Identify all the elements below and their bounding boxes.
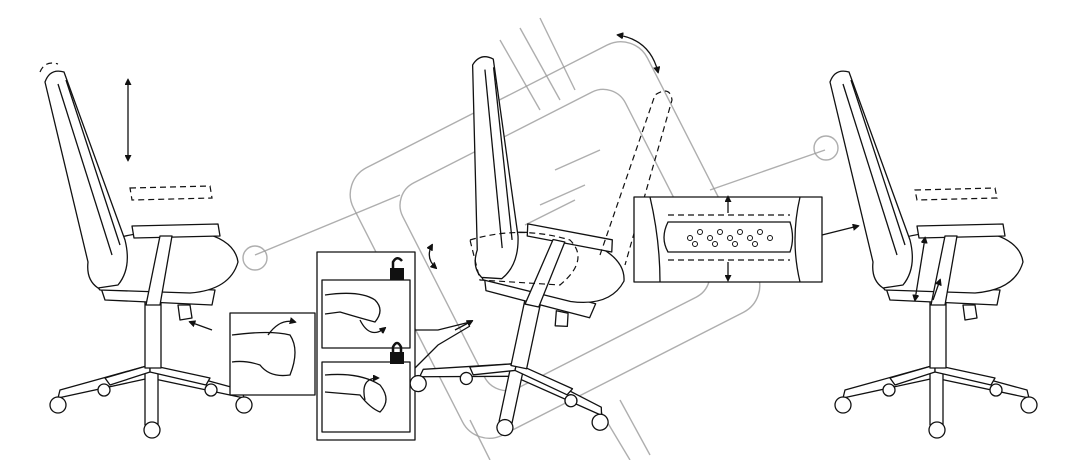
curved-arrow-icon	[267, 321, 295, 336]
backrest-reclined-outline	[599, 90, 673, 266]
arrow-icon	[190, 322, 213, 331]
arrow-icon	[932, 280, 940, 301]
curved-arrow-icon	[363, 378, 378, 401]
lever-inset	[229, 312, 316, 396]
seat-tilted-outline	[469, 231, 579, 286]
armrest-raised-outline	[914, 187, 998, 201]
curved-double-arrow-icon	[618, 35, 658, 72]
curved-arrow-icon	[429, 245, 436, 268]
unlock-icon	[390, 257, 404, 280]
chair-panel-headrest	[39, 62, 316, 439]
chair-panel-lumbar	[829, 70, 1038, 439]
lock-icon	[390, 341, 404, 364]
tilt-lock-inset	[316, 251, 472, 441]
chair-panel-tilt	[397, 35, 679, 457]
armrest-raised-outline	[129, 185, 213, 201]
headrest-raised-outline	[39, 62, 59, 73]
double-arrow-icon	[915, 238, 925, 300]
curved-arrow-icon	[359, 319, 385, 333]
lumbar-inset	[633, 197, 858, 283]
